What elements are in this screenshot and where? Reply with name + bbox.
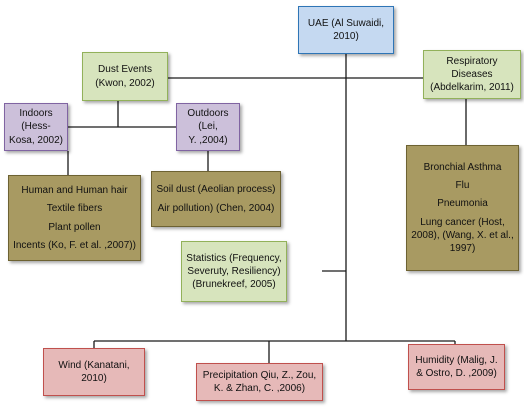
root-node-uae: UAE (Al Suwaidi, 2010): [298, 6, 394, 54]
statistics-line-3: (Brunekreef, 2005): [192, 279, 276, 291]
node-diseases: Bronchial Asthma Flu Pneumonia Lung canc…: [406, 145, 519, 271]
disease-lung-line-2: 2008), (Wang, X. et al.,: [411, 229, 514, 241]
statistics-line-2: Severuty, Resiliency): [187, 265, 281, 277]
node-respiratory-diseases: Respiratory Diseases (Abdelkarim, 2011): [423, 50, 521, 99]
outdoors-line-1: Outdoors (Lei,: [187, 108, 229, 133]
outdoor-source-1: Soil dust (Aeolian process): [156, 184, 276, 196]
node-precipitation: Precipitation Qiu, Z., Zou, K. & Zhan, C…: [196, 363, 323, 401]
outdoors-line-2: Y. ,2004): [188, 134, 228, 146]
humidity-line-2: & Ostro, D. ,2009): [416, 368, 497, 379]
node-indoor-sources: Human and Human hair Textile fibers Plan…: [8, 175, 141, 261]
outdoor-source-2: Air pollution) (Chen, 2004): [157, 202, 275, 214]
respiratory-line-1: Respiratory Diseases: [446, 55, 498, 80]
dust-events-line-2: (Kwon, 2002): [95, 77, 155, 89]
disease-1: Bronchial Asthma: [423, 161, 502, 173]
indoors-line-1: Indoors (Hess-: [19, 108, 53, 133]
root-line-1: UAE (Al Suwaidi,: [307, 17, 385, 29]
node-outdoor-sources: Soil dust (Aeolian process) Air pollutio…: [151, 171, 281, 227]
indoor-source-3: Plant pollen: [48, 221, 101, 233]
disease-2: Flu: [455, 180, 470, 192]
disease-lung-line-1: Lung cancer (Host,: [420, 216, 505, 228]
node-humidity: Humidity (Malig, J. & Ostro, D. ,2009): [408, 344, 505, 390]
indoor-source-4: Incents (Ko, F. et al. ,2007)): [13, 239, 136, 251]
wind-line-2: 2010): [81, 373, 107, 384]
node-statistics: Statistics (Frequency, Severuty, Resilie…: [181, 241, 287, 302]
statistics-line-1: Statistics (Frequency,: [186, 252, 282, 264]
wind-line-1: Wind (Kanatani,: [58, 359, 130, 371]
humidity-line-1: Humidity (Malig, J.: [415, 354, 498, 366]
node-outdoors: Outdoors (Lei, Y. ,2004): [176, 103, 240, 151]
indoor-source-1: Human and Human hair: [21, 185, 128, 197]
node-wind: Wind (Kanatani, 2010): [43, 348, 145, 396]
disease-3: Pneumonia: [437, 198, 488, 210]
indoor-source-2: Textile fibers: [46, 203, 103, 215]
disease-lung-line-3: 1997): [449, 242, 476, 254]
indoors-line-2: Kosa, 2002): [9, 134, 63, 146]
respiratory-line-2: (Abdelkarim, 2011): [430, 82, 514, 94]
node-indoors: Indoors (Hess- Kosa, 2002): [4, 103, 68, 151]
dust-events-line-1: Dust Events: [98, 64, 152, 76]
root-line-2: 2010): [333, 31, 359, 42]
precipitation-line-1: Precipitation Qiu, Z., Zou,: [202, 369, 317, 381]
node-dust-events: Dust Events (Kwon, 2002): [82, 52, 168, 101]
precipitation-line-2: K. & Zhan, C. ,2006): [213, 383, 306, 394]
